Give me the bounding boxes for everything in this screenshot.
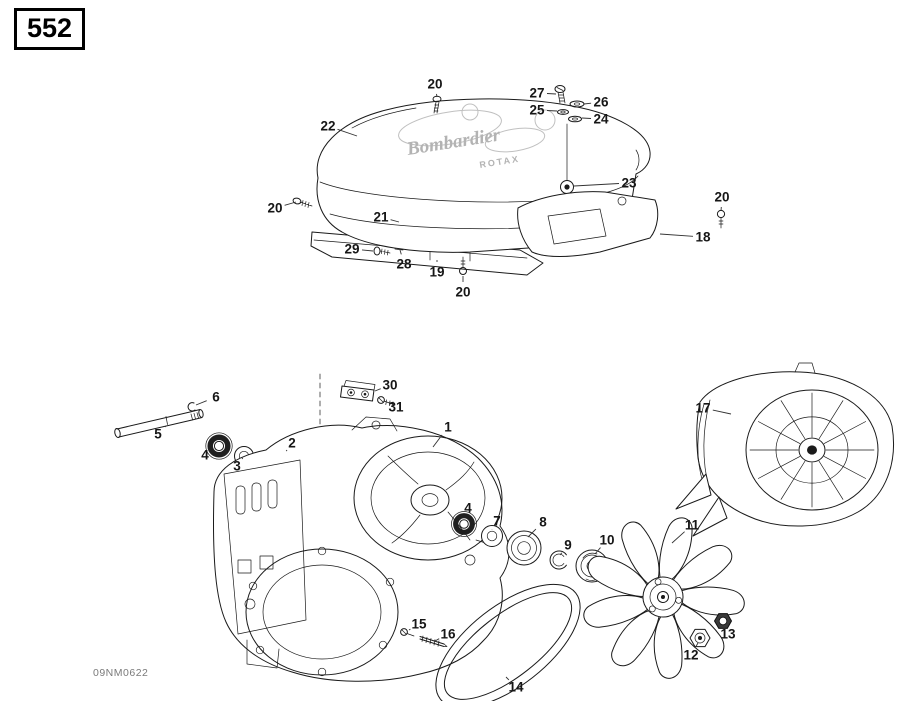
callout-22: 22	[320, 119, 335, 134]
leader-line	[659, 233, 694, 237]
leader-line	[573, 183, 620, 187]
callout-20: 20	[267, 201, 282, 216]
housing-screws	[400, 628, 448, 647]
callout-19: 19	[429, 265, 444, 280]
leader-line	[241, 457, 244, 460]
fan-nut	[689, 628, 711, 648]
leader-line	[432, 434, 443, 448]
callout-25: 25	[529, 103, 545, 118]
callout-15: 15	[411, 617, 427, 632]
leader-line	[361, 249, 374, 252]
callout-8: 8	[539, 515, 547, 530]
callout-20: 20	[714, 190, 729, 205]
leader-line	[546, 93, 557, 95]
leader-line	[374, 388, 381, 392]
leader-line	[583, 102, 592, 105]
callout-20: 20	[455, 285, 470, 300]
callout-26: 26	[593, 95, 609, 110]
leader-line	[527, 528, 537, 538]
leader-line	[399, 249, 402, 255]
model-number: 552	[27, 13, 73, 43]
callout-28: 28	[396, 257, 412, 272]
fan-cover	[675, 362, 894, 537]
retainer-plate	[517, 191, 659, 257]
callout-3: 3	[233, 459, 241, 474]
callout-1: 1	[444, 420, 452, 435]
callout-14: 14	[508, 680, 524, 695]
leader-line	[559, 552, 563, 556]
fan-housing	[213, 416, 510, 682]
leader-line	[434, 638, 440, 642]
leader-line	[284, 201, 297, 206]
callout-21: 21	[373, 210, 389, 225]
mount-bracket	[340, 380, 376, 402]
drive-belt	[435, 583, 581, 701]
drive-shaft	[114, 409, 204, 439]
leader-line	[213, 448, 215, 450]
callout-17: 17	[695, 401, 710, 416]
callout-11: 11	[685, 518, 700, 533]
model-number-badge: 552	[14, 8, 86, 50]
bracket-screw	[377, 396, 396, 408]
leader-line	[712, 409, 732, 415]
callout-13: 13	[720, 627, 736, 642]
callout-23: 23	[621, 176, 637, 191]
callout-9: 9	[564, 538, 572, 553]
callout-5: 5	[154, 427, 162, 442]
callout-layer: 2027262524222320201821292819203031654321…	[154, 77, 736, 695]
leader-line	[594, 547, 601, 555]
callout-20: 20	[427, 77, 442, 92]
leader-line	[546, 110, 558, 112]
leader-line	[671, 531, 685, 544]
callout-30: 30	[382, 378, 397, 393]
leader-line	[436, 93, 438, 98]
callout-18: 18	[695, 230, 711, 245]
bearing-left	[205, 432, 233, 460]
callout-31: 31	[388, 400, 404, 415]
leader-line	[695, 642, 699, 647]
shaft-pin	[187, 402, 196, 412]
leader-line	[408, 628, 411, 631]
lock-nut	[713, 613, 733, 629]
leader-line	[390, 219, 400, 223]
callout-27: 27	[529, 86, 544, 101]
callout-12: 12	[683, 648, 698, 663]
callout-4: 4	[464, 501, 472, 516]
leader-line	[285, 449, 288, 452]
drawing-code: 09NM0622	[93, 667, 148, 679]
callout-2: 2	[288, 436, 296, 451]
cooling-fan	[580, 514, 746, 681]
callout-10: 10	[599, 533, 614, 548]
callout-7: 7	[493, 514, 501, 529]
leader-line	[505, 676, 510, 681]
leader-line	[164, 425, 167, 428]
callout-29: 29	[344, 242, 359, 257]
callout-24: 24	[593, 112, 609, 127]
leader-line	[581, 117, 592, 119]
callout-4: 4	[201, 448, 209, 463]
leader-line	[195, 400, 207, 406]
leader-line	[337, 128, 358, 137]
callout-6: 6	[212, 390, 220, 405]
callout-16: 16	[440, 627, 456, 642]
